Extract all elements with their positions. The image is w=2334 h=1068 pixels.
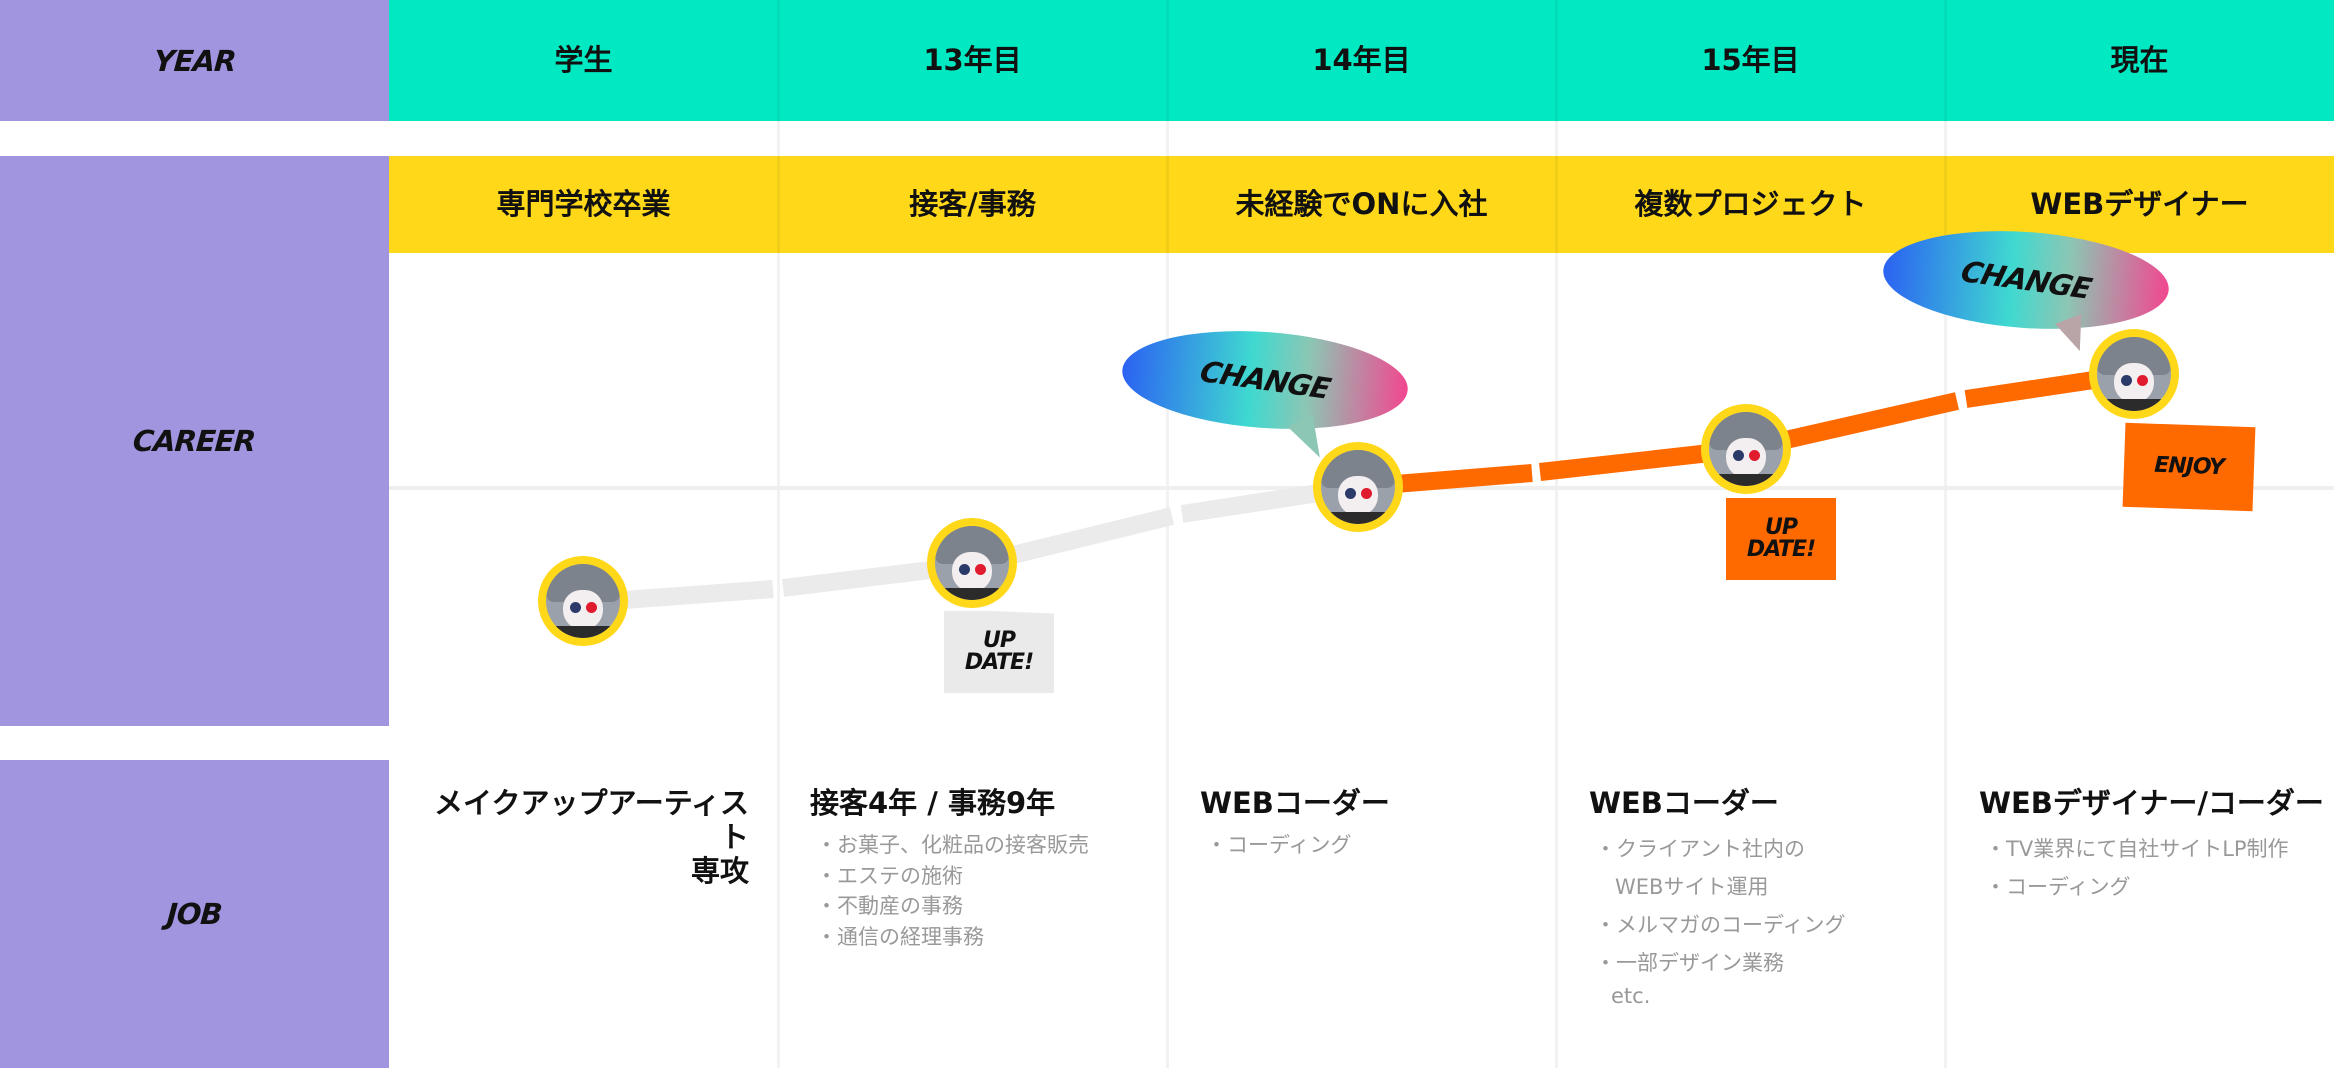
year-cell: 13年目 xyxy=(923,43,1022,77)
job-detail-item: ・お菓子、化粧品の接客販売 xyxy=(816,833,1089,857)
avatar xyxy=(2089,329,2179,419)
career-cell: 複数プロジェクト xyxy=(1634,187,1867,221)
enjoy-tag-text: ENJOY xyxy=(2153,452,2225,481)
column-divider xyxy=(1166,0,1169,1068)
job-detail-item: ・クライアント社内の xyxy=(1595,837,1805,861)
job-title: WEBデザイナー/コーダー xyxy=(1979,786,2324,820)
job-detail-item: ・不動産の事務 xyxy=(816,894,963,918)
job-title: 接客4年 / 事務9年 xyxy=(810,786,1056,820)
update-tag: UP DATE! xyxy=(944,611,1054,693)
job-title: WEBコーダー xyxy=(1589,786,1779,820)
job-detail-list: ・TV業界にて自社サイトLP制作 ・コーディング xyxy=(1985,830,2289,906)
change-bubble-text: CHANGE xyxy=(1957,254,2095,306)
avatar xyxy=(927,518,1017,608)
column-divider xyxy=(777,0,780,1068)
update-tag: UP DATE! xyxy=(1726,498,1836,580)
enjoy-tag: ENJOY xyxy=(2122,422,2256,512)
column-divider xyxy=(1944,0,1947,1068)
job-detail-item: ・一部デザイン業務 xyxy=(1595,951,1784,975)
year-band xyxy=(389,0,2334,121)
job-detail-item: WEBサイト運用 xyxy=(1615,875,1769,899)
job-detail-list: ・コーディング xyxy=(1206,830,1352,861)
job-row-label: JOB xyxy=(0,760,389,1068)
job-detail-item: ・TV業界にて自社サイトLP制作 xyxy=(1985,837,2289,861)
update-tag-line1: UP xyxy=(1765,515,1798,540)
job-detail-list: ・クライアント社内の WEBサイト運用 ・メルマガのコーディング ・一部デザイン… xyxy=(1595,830,1846,1010)
year-row-label: YEAR xyxy=(0,0,389,121)
career-row-label: CAREER xyxy=(0,156,389,726)
year-cell: 15年目 xyxy=(1701,43,1800,77)
year-cell: 14年目 xyxy=(1312,43,1411,77)
job-detail-item: ・コーディング xyxy=(1985,875,2131,899)
avatar xyxy=(538,556,628,646)
job-title-line1: メイクアップアーティスト xyxy=(434,786,749,854)
column-divider xyxy=(1555,0,1558,1068)
job-detail-list: ・お菓子、化粧品の接客販売 ・エステの施術 ・不動産の事務 ・通信の経理事務 xyxy=(816,830,1089,952)
job-detail-item: ・エステの施術 xyxy=(816,863,963,888)
job-title: メイクアップアーティスト 専攻 xyxy=(417,786,749,888)
career-cell: 接客/事務 xyxy=(909,187,1036,221)
job-detail-item: ・メルマガのコーディング xyxy=(1595,913,1846,937)
update-tag-line2: DATE! xyxy=(964,650,1034,675)
update-tag-line2: DATE! xyxy=(1746,537,1816,562)
career-cell: 未経験でONに入社 xyxy=(1235,187,1488,221)
job-detail-item: etc. xyxy=(1611,984,1651,1008)
career-cell: WEBデザイナー xyxy=(2030,187,2249,221)
job-detail-item: ・通信の経理事務 xyxy=(816,924,984,949)
avatar xyxy=(1313,442,1403,532)
job-title: WEBコーダー xyxy=(1200,786,1390,820)
change-bubble-text: CHANGE xyxy=(1196,354,1334,406)
update-tag-line1: UP xyxy=(983,628,1016,653)
career-cell: 専門学校卒業 xyxy=(496,187,671,221)
year-cell: 学生 xyxy=(554,43,613,77)
job-title-line2: 専攻 xyxy=(690,854,749,888)
year-cell: 現在 xyxy=(2110,43,2169,77)
avatar xyxy=(1701,404,1791,494)
job-detail-item: ・コーディング xyxy=(1206,833,1352,857)
